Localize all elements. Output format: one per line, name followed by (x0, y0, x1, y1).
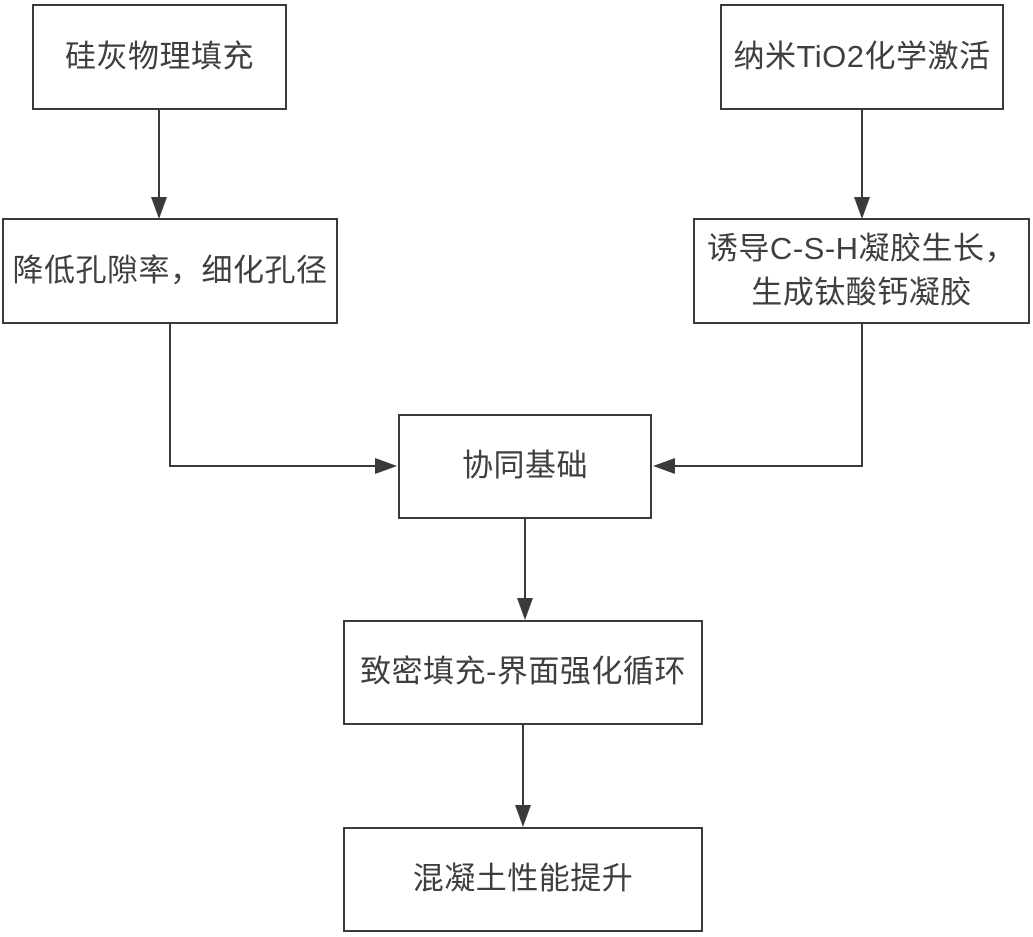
node-synergy-foundation: 协同基础 (398, 414, 652, 519)
node-label: 协同基础 (462, 448, 588, 484)
edge-tio2-to-csh-arrowhead (854, 197, 870, 219)
node-label: 硅灰物理填充 (65, 38, 254, 74)
node-concrete-performance-improvement: 混凝土性能提升 (343, 827, 703, 932)
node-induce-csh-gel-growth: 诱导C-S-H凝胶生长， 生成钛酸钙凝胶 (693, 218, 1030, 324)
edge-porosity-to-synergy-arrowhead (375, 458, 397, 474)
node-label: 纳米TiO2化学激活 (733, 38, 991, 74)
node-silica-fume-physical-filling: 硅灰物理填充 (32, 4, 287, 110)
node-dense-filling-interface-cycle: 致密填充-界面强化循环 (343, 620, 703, 725)
node-nano-tio2-chemical-activation: 纳米TiO2化学激活 (720, 4, 1004, 110)
node-label: 混凝土性能提升 (412, 861, 634, 897)
edge-csh-to-synergy-arrowhead (653, 458, 675, 474)
node-label: 诱导C-S-H凝胶生长， 生成钛酸钙凝胶 (706, 230, 1017, 310)
node-reduce-porosity-refine-pores: 降低孔隙率，细化孔径 (2, 218, 338, 324)
edge-silica-to-porosity-arrowhead (151, 197, 167, 219)
edge-csh-to-synergy-line (671, 324, 863, 467)
edge-porosity-to-synergy-line (169, 324, 379, 467)
edge-synergy-to-cycle-arrowhead (517, 598, 533, 620)
node-label: 致密填充-界面强化循环 (360, 654, 686, 690)
edge-cycle-to-performance-arrowhead (515, 805, 531, 827)
node-label: 降低孔隙率，细化孔径 (12, 252, 328, 288)
